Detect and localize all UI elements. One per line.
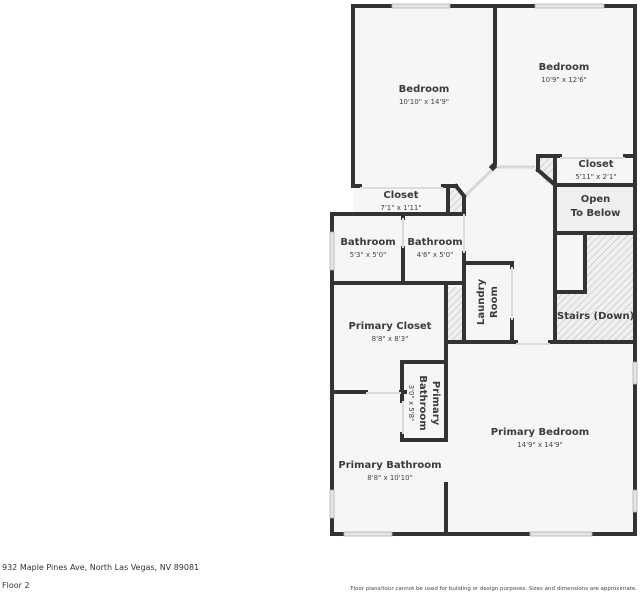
- room-name: Primary Closet: [348, 321, 432, 332]
- room-primary-bathroom: Primary Bathroom 8'8" x 10'10": [334, 460, 446, 482]
- room-dimensions: 10'9" x 12'6": [541, 75, 587, 84]
- room-dimensions: 8'8" x 10'10": [367, 473, 413, 482]
- room-closet-1: Closet 7'1" x 1'11": [361, 190, 441, 212]
- windows: [329, 3, 638, 537]
- open-to-below-area: [557, 187, 634, 232]
- room-dimensions: 7'1" x 1'11": [380, 203, 422, 212]
- room-name-line1: Open: [580, 194, 611, 205]
- room-dimensions: 10'10" x 14'9": [398, 97, 450, 106]
- room-bathroom-1: Bathroom 5'3" x 5'0": [334, 237, 402, 259]
- room-name: Closet: [383, 190, 419, 201]
- room-bedroom-1: Bedroom 10'10" x 14'9": [374, 84, 474, 106]
- disclaimer: Floor plans/tour cannot be used for buil…: [350, 586, 637, 592]
- room-name: Bathroom: [407, 237, 463, 248]
- room-name-line2: Bathroom: [417, 375, 429, 431]
- room-name-line1: Primary: [430, 380, 442, 426]
- room-open-to-below: Open To Below: [557, 194, 634, 219]
- room-primary-bathroom-small: Primary Bathroom 3'0" x 5'8": [407, 373, 441, 433]
- room-dimensions: 5'3" x 5'0": [349, 250, 387, 259]
- room-closet-2: Closet 5'11" x 2'1": [560, 159, 632, 181]
- room-name-line2: Room: [488, 286, 500, 318]
- room-dimensions: 14'9" x 14'9": [517, 440, 563, 449]
- room-primary-bedroom: Primary Bedroom 14'9" x 14'9": [490, 427, 590, 449]
- room-dimensions: 5'11" x 2'1": [575, 172, 617, 181]
- property-address: 932 Maple Pines Ave, North Las Vegas, NV…: [2, 563, 200, 572]
- room-name: Closet: [578, 159, 614, 170]
- door-openings: [360, 157, 625, 434]
- hatched-areas: [448, 157, 634, 340]
- room-dimensions: 4'6" x 5'0": [416, 250, 454, 259]
- room-bedroom-2: Bedroom 10'9" x 12'6": [514, 62, 614, 84]
- room-name: Stairs (Down): [557, 311, 635, 322]
- room-stairs: Stairs (Down): [557, 311, 634, 323]
- hall-diagonal: [464, 162, 535, 197]
- room-name-line2: To Below: [570, 207, 621, 219]
- room-name: Primary Bathroom: [338, 460, 442, 471]
- room-dimensions: 3'0" x 5'8": [407, 384, 416, 422]
- room-name: Bedroom: [538, 62, 590, 73]
- room-dimensions: 8'8" x 8'3": [371, 334, 409, 343]
- room-bathroom-2: Bathroom 4'6" x 5'0": [404, 237, 466, 259]
- room-laundry: Laundry Room: [476, 272, 500, 332]
- room-name: Bathroom: [340, 237, 396, 248]
- room-name: Primary Bedroom: [490, 427, 590, 438]
- floor-label: Floor 2: [2, 581, 30, 590]
- room-name-line1: Laundry: [476, 279, 487, 325]
- room-primary-closet: Primary Closet 8'8" x 8'3": [334, 321, 446, 343]
- room-name: Bedroom: [398, 84, 450, 95]
